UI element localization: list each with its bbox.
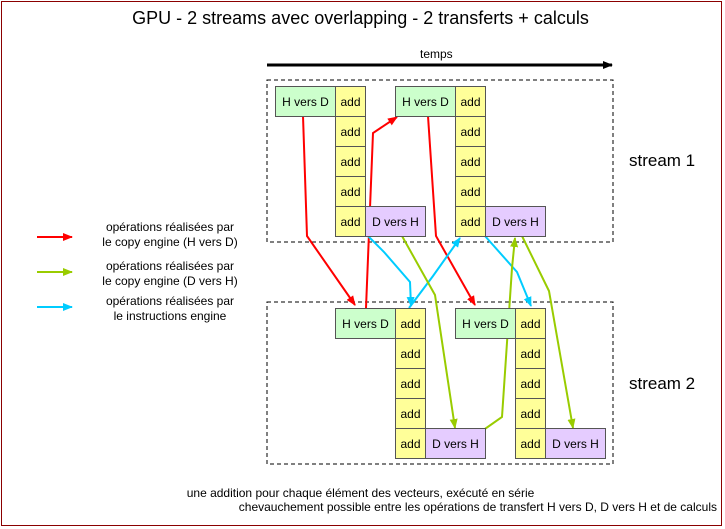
stream-2-label: stream 2 xyxy=(629,374,696,393)
stream1-h2d-2: H vers D xyxy=(395,86,456,117)
stream1-d2h-2: D vers H xyxy=(485,206,546,237)
stream1-add-1-4: add xyxy=(335,176,366,207)
stream2-add-1-1: add xyxy=(395,308,426,339)
stream2-d2h-2: D vers H xyxy=(545,428,606,459)
arrow-h2d-s1a-to-s2a xyxy=(302,115,356,306)
arrow-d2h-s1b-to-s2b xyxy=(521,235,576,429)
stream1-add-1-5: add xyxy=(335,206,366,237)
legend-text-d2h: opérations réalisées par le copy engine … xyxy=(102,259,238,288)
time-axis-label: temps xyxy=(420,47,453,61)
stream-2-group xyxy=(266,301,614,465)
arrow-compute-s2a-to-s1b xyxy=(408,237,461,309)
stream1-add-2-2: add xyxy=(455,116,486,147)
stream2-h2d-2: H vers D xyxy=(455,308,516,339)
legend-text-compute: opérations réalisées par le instructions… xyxy=(105,294,235,323)
stream1-h2d-1: H vers D xyxy=(275,86,336,117)
stream1-add-1-2: add xyxy=(335,116,366,147)
stream2-h2d-1: H vers D xyxy=(335,308,396,339)
stream1-add-2-3: add xyxy=(455,146,486,177)
footer-line-1: une addition pour chaque élément des vec… xyxy=(186,486,535,500)
stream1-add-1-1: add xyxy=(335,86,366,117)
legend-text-h2d: opérations réalisées par le copy engine … xyxy=(102,220,238,249)
diagram-title: GPU - 2 streams avec overlapping - 2 tra… xyxy=(132,8,589,28)
arrow-h2d-s1b-to-s2b xyxy=(427,115,476,306)
arrow-h2d-s2a-to-s1b xyxy=(365,116,398,309)
stream2-add-1-5: add xyxy=(395,428,426,459)
stream2-add-2-2: add xyxy=(515,338,546,369)
stream-1-label: stream 1 xyxy=(629,151,696,170)
arrow-compute-s1a-to-s2a xyxy=(367,235,415,307)
stream1-add-2-5: add xyxy=(455,206,486,237)
stream1-d2h-1: D vers H xyxy=(365,206,426,237)
stream2-add-1-4: add xyxy=(395,398,426,429)
footer-line-2: chevauchement possible entre les opérati… xyxy=(238,500,717,514)
arrow-d2h-s2a-to-s1b xyxy=(481,237,519,432)
stream1-add-2-4: add xyxy=(455,176,486,207)
arrow-compute-s1b-to-s2b xyxy=(484,235,532,307)
stream1-add-2-1: add xyxy=(455,86,486,117)
stream2-add-2-4: add xyxy=(515,398,546,429)
stream2-add-2-1: add xyxy=(515,308,546,339)
stream2-d2h-1: D vers H xyxy=(425,428,486,459)
arrow-d2h-s1a-to-s2a xyxy=(401,235,458,429)
stream2-add-1-2: add xyxy=(395,338,426,369)
stream1-add-1-3: add xyxy=(335,146,366,177)
stream2-add-2-3: add xyxy=(515,368,546,399)
stream2-add-2-5: add xyxy=(515,428,546,459)
stream2-add-1-3: add xyxy=(395,368,426,399)
